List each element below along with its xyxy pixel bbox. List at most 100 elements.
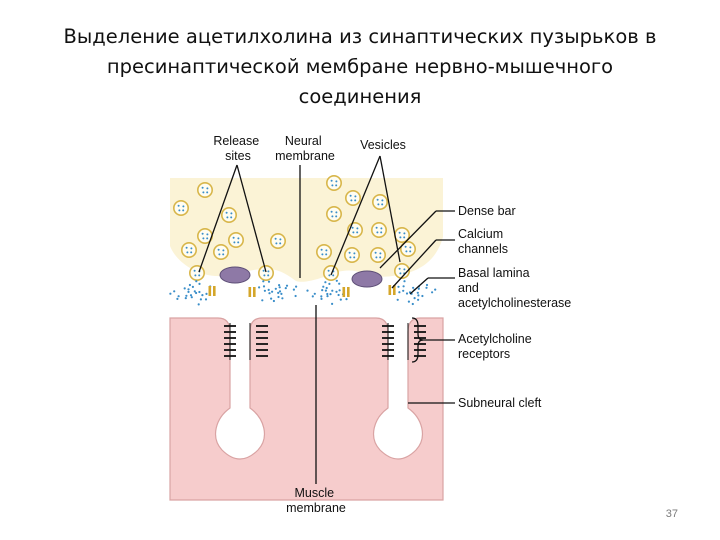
ach-dot	[417, 298, 420, 301]
calcium-channels	[208, 285, 396, 297]
ach-dot	[232, 236, 235, 239]
label-vesicles: Vesicles	[360, 138, 406, 152]
ach-dot	[205, 292, 208, 295]
ach-dot	[379, 252, 382, 255]
ach-dot	[201, 186, 204, 189]
ach-dot	[352, 231, 355, 234]
vesicle-membrane	[189, 264, 206, 281]
ach-dot	[278, 284, 281, 287]
ach-dot	[321, 289, 324, 292]
vesicle	[393, 262, 410, 279]
ach-dot	[403, 280, 406, 283]
ach-dot	[278, 290, 282, 293]
vesicle	[213, 244, 230, 261]
vesicle-membrane	[322, 264, 339, 281]
ach-dot	[328, 274, 331, 277]
label-calcium-channels-line-2: channels	[458, 242, 508, 256]
ach-dot	[434, 288, 437, 291]
ach-dot	[193, 269, 196, 272]
label-basal-lamina: Basal lamina and acetylcholinesterase	[458, 266, 571, 310]
ach-dot	[204, 298, 208, 301]
ach-dot	[411, 302, 414, 306]
ach-dot	[326, 292, 329, 296]
ach-dot	[191, 285, 194, 288]
vesicle-membrane	[181, 242, 198, 259]
leader-lines	[198, 155, 455, 484]
ach-dot	[349, 256, 352, 259]
acetylcholine-receptors	[224, 323, 426, 360]
ach-dot	[237, 241, 240, 244]
ach-dot	[306, 289, 309, 292]
ach-dot	[294, 294, 297, 298]
dense-bar-right	[351, 270, 383, 288]
ach-dot	[345, 298, 348, 301]
ach-dot	[198, 290, 201, 294]
vesicle-membrane	[173, 200, 190, 217]
vesicle	[257, 264, 274, 281]
ach-dot	[178, 209, 181, 212]
calcium-channel-bar	[208, 286, 212, 296]
ach-dot	[380, 231, 383, 234]
ach-dot	[263, 289, 266, 292]
label-basal-lamina-line-2: and	[458, 281, 479, 295]
ach-dot	[202, 237, 205, 240]
ach-dot	[379, 256, 382, 259]
ach-dot	[187, 290, 190, 293]
ach-dot	[201, 232, 204, 235]
ach-dot	[381, 199, 384, 202]
vesicle	[343, 247, 360, 264]
ach-dot	[331, 215, 334, 218]
ach-dot	[190, 296, 193, 299]
ach-dot	[295, 285, 298, 288]
ach-dot	[339, 298, 342, 301]
ach-dot	[278, 286, 281, 289]
ach-dot	[324, 281, 327, 284]
vesicle-membrane	[369, 247, 386, 264]
ach-dot	[331, 302, 334, 305]
ach-dot	[404, 245, 407, 248]
calcium-channel-bar	[393, 285, 396, 295]
ach-dot	[397, 285, 400, 288]
vesicle	[269, 233, 286, 250]
ach-dot	[222, 253, 225, 256]
ach-dot	[183, 287, 186, 290]
vesicle	[189, 264, 206, 281]
ach-dot	[376, 198, 379, 201]
ach-dot	[226, 216, 229, 219]
vesicle	[322, 264, 339, 281]
calcium-channel-bar	[342, 287, 346, 297]
dense-bar-left	[219, 266, 251, 284]
ach-dot	[412, 286, 415, 289]
calcium-channel-bar	[248, 287, 252, 297]
ach-dot	[330, 179, 333, 182]
vesicle	[221, 207, 238, 224]
ach-dot	[237, 237, 240, 240]
ach-dot	[417, 294, 420, 297]
ach-dot	[409, 246, 412, 249]
ach-dot	[206, 237, 209, 240]
ach-dot	[335, 180, 338, 183]
vesicle	[228, 232, 245, 249]
ach-dot	[185, 246, 188, 249]
ach-dot	[274, 287, 277, 290]
ach-dot	[335, 215, 338, 218]
ach-dot	[320, 297, 323, 300]
ach-dot	[402, 285, 405, 288]
slide-title: Выделение ацетилхолина из синаптических …	[20, 22, 700, 112]
ach-dot	[335, 184, 338, 187]
ach-dot	[330, 210, 333, 213]
ach-dot	[337, 293, 340, 297]
ach-dot	[270, 297, 273, 300]
calcium-channel-bar	[253, 287, 256, 297]
vesicle	[399, 241, 416, 258]
title-line-3: соединения	[298, 85, 422, 108]
ach-dot	[331, 184, 334, 187]
ach-dot	[354, 199, 357, 202]
vesicle	[369, 247, 386, 264]
label-ach-receptors-line-2: receptors	[458, 347, 510, 361]
calcium-channel-bar	[213, 286, 216, 296]
ach-dot	[374, 251, 377, 254]
ach-dot	[425, 283, 429, 287]
ach-dot	[332, 274, 335, 277]
label-calcium-channels: Calcium channels	[458, 227, 508, 256]
